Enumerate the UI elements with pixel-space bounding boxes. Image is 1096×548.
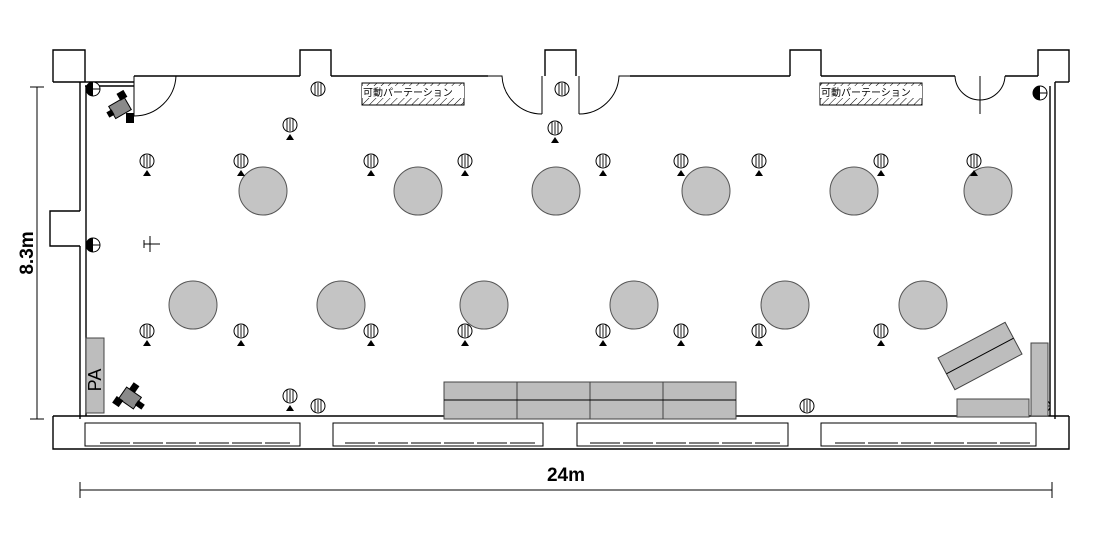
dimension-lines bbox=[30, 86, 1053, 498]
round-table bbox=[681, 166, 731, 216]
spotlight-icon bbox=[966, 153, 982, 176]
spotlight-icon bbox=[363, 323, 379, 346]
pa-label: PA bbox=[85, 369, 105, 392]
movable-partition-right: 可動パーテーション bbox=[819, 82, 923, 106]
spotlight-icon bbox=[310, 398, 326, 414]
spotlight-icon bbox=[873, 323, 889, 346]
bottom-cabinets bbox=[84, 422, 1037, 447]
wall-light-icon bbox=[85, 237, 101, 253]
depth-dimension-label: 8.3m bbox=[17, 231, 38, 274]
round-table bbox=[829, 166, 879, 216]
sofa-angled bbox=[937, 321, 1023, 391]
round-table bbox=[459, 280, 509, 330]
spotlight-icon bbox=[799, 398, 815, 414]
spotlight-icon bbox=[673, 323, 689, 346]
movable-partition-left: 可動パーテーション bbox=[361, 82, 465, 106]
spotlight-icon bbox=[595, 323, 611, 346]
spotlight-icon bbox=[363, 153, 379, 176]
spotlight-icon bbox=[595, 153, 611, 176]
spotlights bbox=[139, 81, 982, 414]
spotlight-icon bbox=[310, 81, 326, 97]
spotlight-icon bbox=[873, 153, 889, 176]
round-table bbox=[531, 166, 581, 216]
spotlight-icon bbox=[751, 323, 767, 346]
spotlight-icon bbox=[233, 153, 249, 176]
round-table bbox=[238, 166, 288, 216]
doors bbox=[133, 75, 1006, 117]
spotlight-icon bbox=[139, 323, 155, 346]
spotlight-icon bbox=[457, 323, 473, 346]
spotlight-icon bbox=[282, 117, 298, 140]
spotlight-icon bbox=[554, 81, 570, 97]
partition-label: 可動パーテーション bbox=[821, 86, 911, 99]
round-table bbox=[760, 280, 810, 330]
round-tables bbox=[168, 166, 1013, 330]
round-table bbox=[168, 280, 218, 330]
spotlight-icon bbox=[673, 153, 689, 176]
camera-icon bbox=[112, 382, 145, 410]
width-dimension-label: 24m bbox=[547, 465, 585, 486]
round-table bbox=[316, 280, 366, 330]
spotlight-icon bbox=[282, 388, 298, 411]
spotlight-icon bbox=[233, 323, 249, 346]
pa-speaker: PA bbox=[85, 337, 105, 414]
spotlight-icon bbox=[751, 153, 767, 176]
round-table bbox=[963, 166, 1013, 216]
spotlight-icon bbox=[139, 153, 155, 176]
spotlight-icon bbox=[457, 153, 473, 176]
airplane-marker-icon bbox=[143, 236, 160, 252]
partition-label: 可動パーテーション bbox=[363, 86, 453, 99]
round-table bbox=[393, 166, 443, 216]
camera-icon bbox=[106, 89, 134, 123]
wall-light-icon bbox=[1032, 85, 1048, 101]
spotlight-icon bbox=[547, 120, 563, 143]
round-table bbox=[609, 280, 659, 330]
sofa-low bbox=[956, 398, 1030, 418]
round-table bbox=[898, 280, 948, 330]
stage bbox=[443, 381, 737, 420]
wall-light-icon bbox=[85, 81, 101, 97]
wall-lights bbox=[85, 81, 1051, 414]
sofa-wall bbox=[1030, 342, 1049, 417]
